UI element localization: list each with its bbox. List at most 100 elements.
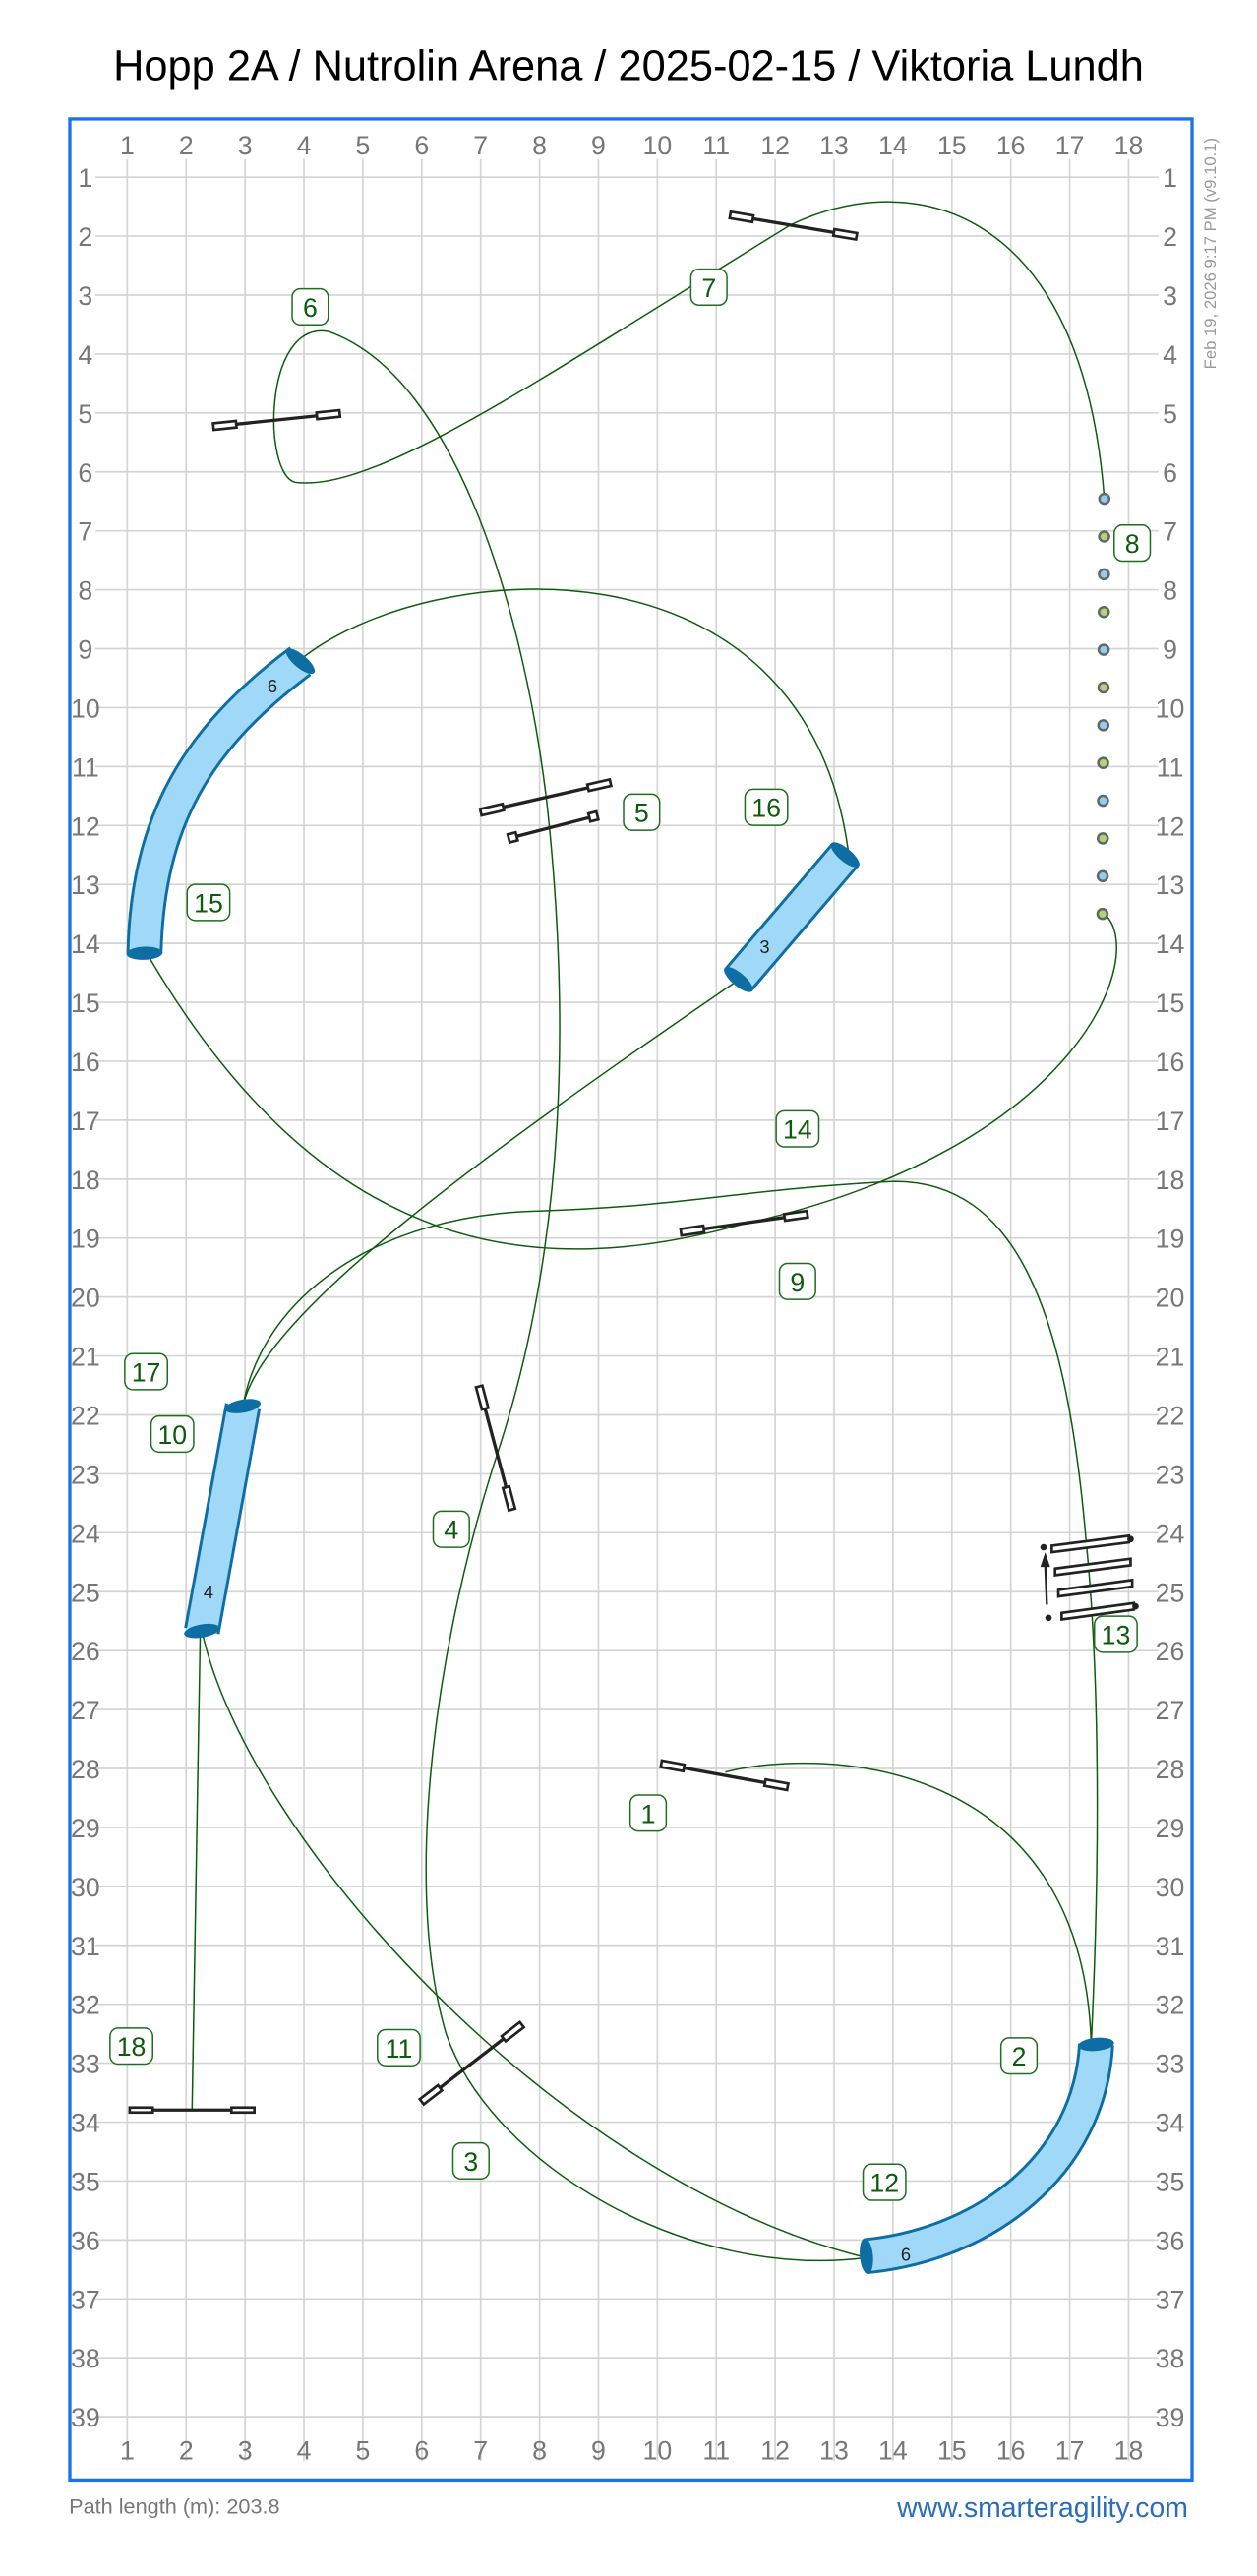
- grid: 1122334455667788991010111112121313141415…: [71, 131, 1184, 2466]
- row-label-right: 26: [1156, 1637, 1185, 1666]
- row-label-left: 26: [71, 1637, 100, 1666]
- jump-4[interactable]: [474, 1384, 517, 1513]
- row-label-right: 33: [1156, 2050, 1185, 2079]
- row-label-left: 14: [71, 929, 100, 959]
- corner-dot: [1045, 1614, 1052, 1622]
- column-label-top: 18: [1114, 131, 1144, 160]
- row-label-right: 23: [1156, 1460, 1185, 1489]
- arrow-head-icon: [1040, 1552, 1050, 1568]
- sequence-number-9: 9: [778, 1262, 816, 1300]
- row-label-left: 34: [71, 2109, 100, 2138]
- row-label-right: 16: [1156, 1048, 1185, 1077]
- row-label-right: 36: [1156, 2226, 1185, 2255]
- column-label-bottom: 13: [819, 2436, 849, 2466]
- path-segment: [191, 1631, 202, 2111]
- row-label-left: 33: [71, 2050, 100, 2079]
- number-box: [432, 1510, 470, 1548]
- jump-9-14[interactable]: [679, 1209, 809, 1237]
- row-label-right: 21: [1156, 1343, 1185, 1372]
- row-label-left: 8: [78, 576, 92, 606]
- sequence-number-4: 4: [432, 1510, 470, 1548]
- jump-wing: [417, 2083, 445, 2107]
- jump-6[interactable]: [211, 408, 342, 432]
- jump-7[interactable]: [728, 210, 859, 242]
- row-label-left: 19: [71, 1225, 100, 1254]
- jump-3-11[interactable]: [417, 2019, 526, 2107]
- row-label-left: 25: [71, 1578, 100, 1607]
- column-label-bottom: 1: [120, 2436, 135, 2466]
- weave-pole: [1097, 794, 1109, 808]
- row-label-left: 36: [71, 2226, 100, 2255]
- website-link[interactable]: www.smarteragility.com: [896, 2492, 1188, 2524]
- double-jump-5-back[interactable]: [506, 809, 600, 845]
- number-text: 3: [463, 2147, 478, 2177]
- number-box: [999, 2037, 1039, 2075]
- jump-wing: [679, 1224, 706, 1237]
- row-label-left: 13: [71, 870, 100, 900]
- corner-dot: [1040, 1543, 1048, 1551]
- number-text: 8: [1125, 529, 1140, 559]
- sequence-number-18: 18: [109, 2027, 153, 2066]
- column-label-top: 17: [1055, 131, 1085, 160]
- tunnel-10-17[interactable]: 4: [183, 1397, 262, 1641]
- column-label-top: 15: [937, 131, 967, 160]
- row-label-left: 39: [71, 2403, 100, 2432]
- number-text: 11: [386, 2034, 413, 2064]
- row-label-left: 23: [71, 1460, 100, 1489]
- number-text: 2: [1012, 2042, 1027, 2071]
- number-box: [628, 1794, 668, 1832]
- column-label-bottom: 4: [297, 2436, 312, 2466]
- column-label-top: 7: [473, 131, 488, 160]
- row-label-left: 29: [71, 1814, 100, 1843]
- row-label-right: 8: [1163, 576, 1177, 606]
- row-label-left: 15: [71, 988, 100, 1018]
- number-text: 15: [194, 888, 223, 918]
- sequence-number-17: 17: [124, 1352, 168, 1391]
- row-label-right: 39: [1156, 2403, 1185, 2432]
- number-text: 17: [132, 1358, 161, 1388]
- row-label-left: 35: [71, 2167, 100, 2196]
- row-label-right: 14: [1156, 929, 1185, 959]
- row-label-left: 30: [71, 1873, 100, 1902]
- column-label-top: 6: [414, 131, 429, 160]
- tunnel-opening: [724, 967, 753, 992]
- column-label-bottom: 15: [937, 2436, 967, 2466]
- path-segment: [725, 1762, 1093, 2045]
- number-box: [150, 1414, 195, 1454]
- jump-18[interactable]: [128, 2106, 256, 2115]
- path-segment: [272, 201, 1106, 2262]
- jump-1[interactable]: [659, 1759, 790, 1792]
- column-label-top: 2: [179, 131, 194, 160]
- column-label-bottom: 7: [473, 2436, 488, 2466]
- row-label-right: 38: [1156, 2344, 1185, 2373]
- row-label-left: 21: [71, 1343, 100, 1372]
- table-13[interactable]: [1040, 1533, 1139, 1622]
- row-label-left: 2: [78, 222, 92, 252]
- number-text: 6: [303, 293, 318, 323]
- dog-path: [147, 201, 1117, 2262]
- column-label-bottom: 17: [1055, 2436, 1085, 2466]
- row-label-right: 11: [1157, 752, 1184, 782]
- row-label-right: 3: [1163, 281, 1177, 311]
- corner-dot: [1127, 1535, 1134, 1543]
- column-label-bottom: 12: [760, 2436, 790, 2466]
- weave-pole: [1097, 643, 1110, 656]
- row-label-right: 7: [1163, 517, 1177, 547]
- sequence-number-6: 6: [291, 287, 329, 327]
- number-text: 16: [751, 794, 781, 823]
- tunnel-length: 6: [268, 676, 277, 696]
- tunnel-16[interactable]: 3: [720, 838, 863, 996]
- column-label-bottom: 2: [179, 2436, 194, 2466]
- row-label-right: 5: [1163, 399, 1177, 429]
- sequence-number-7: 7: [689, 268, 728, 307]
- tunnel-15[interactable]: 6: [126, 644, 318, 960]
- jump-wing: [211, 419, 238, 432]
- tunnel-2-12[interactable]: 6: [859, 2036, 1115, 2274]
- column-label-top: 1: [120, 131, 135, 160]
- number-text: 7: [701, 273, 716, 303]
- double-jump-5-front[interactable]: [478, 777, 613, 817]
- row-label-right: 24: [1156, 1519, 1185, 1548]
- number-box: [124, 1352, 168, 1391]
- column-label-top: 12: [760, 131, 790, 160]
- weave-pole: [1096, 907, 1109, 921]
